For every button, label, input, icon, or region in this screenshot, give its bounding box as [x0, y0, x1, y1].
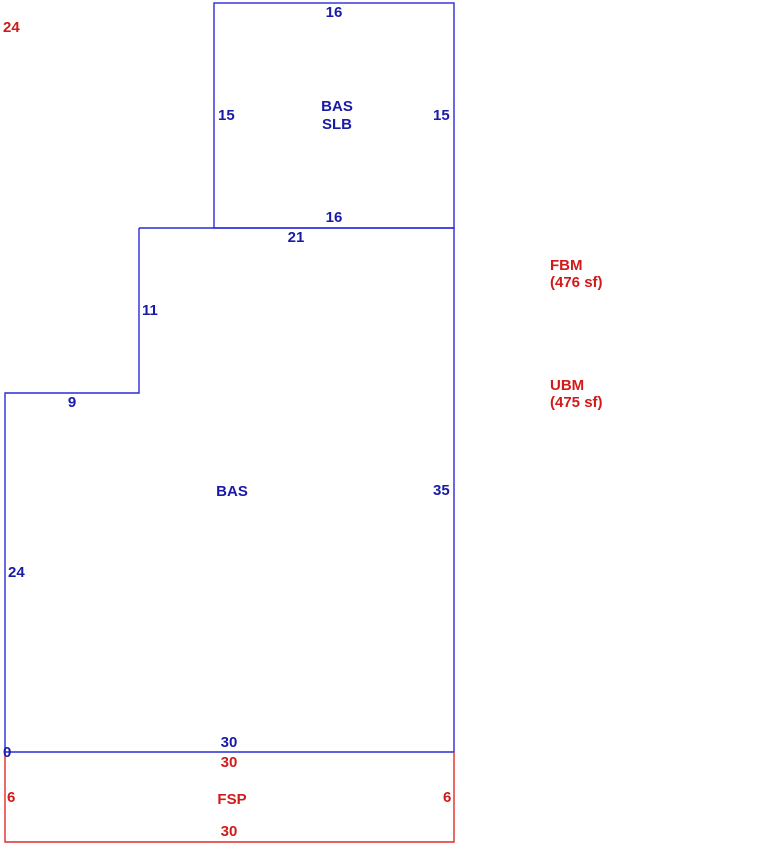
porch-top-dimension: 30 [221, 754, 238, 771]
main-step-vertical-dimension: 11 [142, 302, 158, 319]
legend-ubm-code: UBM [550, 377, 584, 394]
porch-section-name: FSP [217, 791, 246, 808]
main-left-dimension: 24 [8, 564, 25, 581]
main-step-horizontal-dimension: 9 [68, 394, 76, 411]
upper-bottom-dimension: 16 [326, 209, 343, 226]
porch-right-dimension: 6 [443, 789, 451, 806]
porch-left-dimension: 6 [7, 789, 15, 806]
main-top-dimension: 21 [288, 229, 305, 246]
main-right-dimension: 35 [433, 482, 450, 499]
legend-ubm-area: (475 sf) [550, 394, 603, 411]
main-section-name: BAS [216, 483, 248, 500]
legend-fbm-code: FBM [550, 257, 583, 274]
main-small-left-dimension: 0 [3, 744, 11, 761]
main-bottom-dimension: 30 [221, 734, 238, 751]
porch-section-outline [4, 752, 455, 843]
porch-bottom-dimension: 30 [221, 823, 238, 840]
upper-section-name-line2: SLB [322, 116, 352, 133]
upper-left-dimension: 15 [218, 107, 235, 124]
upper-right-dimension: 15 [433, 107, 450, 124]
corner-label: 24 [3, 19, 20, 36]
legend-fbm-area: (476 sf) [550, 274, 603, 291]
upper-section-name-line1: BAS [321, 98, 353, 115]
upper-top-dimension: 16 [326, 4, 343, 21]
